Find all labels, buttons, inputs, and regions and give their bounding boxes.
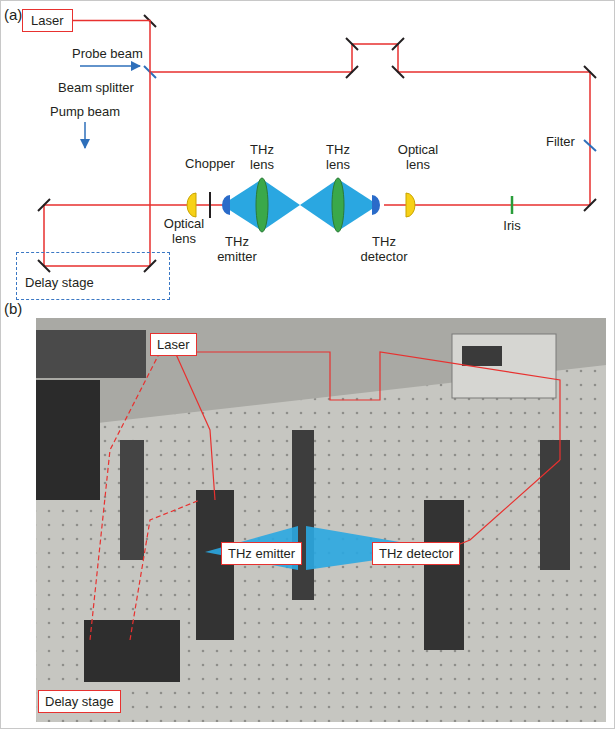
thz-lens xyxy=(256,178,268,232)
beam-line xyxy=(450,460,560,548)
part-label: THz lens xyxy=(320,142,356,172)
delay-stage-box: Delay stage xyxy=(16,252,170,300)
node-text: Laser xyxy=(157,337,190,352)
mirror xyxy=(144,260,156,272)
node-text: Delay stage xyxy=(45,694,114,709)
beam-line xyxy=(90,352,160,640)
mount xyxy=(424,500,464,650)
thz-beam xyxy=(300,179,372,231)
beam-line xyxy=(175,352,560,460)
optical-table xyxy=(36,365,606,722)
mirror xyxy=(38,260,50,272)
mount xyxy=(292,430,314,600)
photo-label-box: THz emitter xyxy=(221,542,302,565)
node-text: Delay stage xyxy=(25,275,161,290)
thz-emitter-lens xyxy=(222,195,230,215)
photo-label-box: Laser xyxy=(150,333,197,356)
mount xyxy=(196,490,234,640)
laser-box: Laser xyxy=(22,9,73,32)
beam-connector xyxy=(73,21,150,253)
mirror xyxy=(346,38,358,50)
equipment xyxy=(36,380,100,500)
schematic xyxy=(38,15,596,272)
part-label: Optical lens xyxy=(158,216,210,246)
mount xyxy=(540,440,570,570)
part-label: Optical lens xyxy=(392,142,444,172)
beam-label: Pump beam xyxy=(50,104,120,119)
chopper xyxy=(209,192,211,218)
thz-beam xyxy=(228,179,300,231)
thz-lens xyxy=(332,178,344,232)
part-label: THz lens xyxy=(244,142,280,172)
optical-lens xyxy=(187,193,196,217)
beam-label: Probe beam xyxy=(72,46,143,61)
node-text: Laser xyxy=(31,13,64,28)
direction-arrow xyxy=(84,122,86,148)
panel-label: (a) xyxy=(4,6,22,23)
part-label: Chopper xyxy=(185,156,235,171)
laser-housing xyxy=(36,330,146,378)
filter xyxy=(584,140,596,151)
mount xyxy=(120,440,144,560)
mirror xyxy=(346,66,358,78)
node-text: THz emitter xyxy=(228,546,295,561)
beam-line xyxy=(175,352,215,500)
display xyxy=(462,346,502,366)
pump-beam-line xyxy=(44,205,226,266)
node-text: THz detector xyxy=(379,546,453,561)
beam-line xyxy=(130,500,200,640)
photo-background xyxy=(36,318,606,722)
part-label: THz emitter xyxy=(211,234,263,264)
mirror xyxy=(392,38,404,50)
optical-lens xyxy=(406,193,415,217)
probe-beam-line xyxy=(150,44,590,205)
iris xyxy=(511,196,514,214)
part-label: Beam splitter xyxy=(58,80,134,95)
mirror xyxy=(38,199,50,211)
mirror xyxy=(584,66,596,78)
part-label: THz detector xyxy=(354,234,414,264)
panel-label: (b) xyxy=(4,300,22,317)
thz-detector-lens xyxy=(372,195,380,215)
photo xyxy=(36,318,606,722)
photo-label-box: THz detector xyxy=(372,542,460,565)
table-holes xyxy=(36,365,606,722)
mirror xyxy=(392,66,404,78)
mirror xyxy=(584,199,596,211)
photo-label-box: Delay stage xyxy=(38,690,121,713)
direction-arrow xyxy=(80,65,140,67)
part-label: Iris xyxy=(503,218,520,233)
part-label: Filter xyxy=(546,134,575,149)
